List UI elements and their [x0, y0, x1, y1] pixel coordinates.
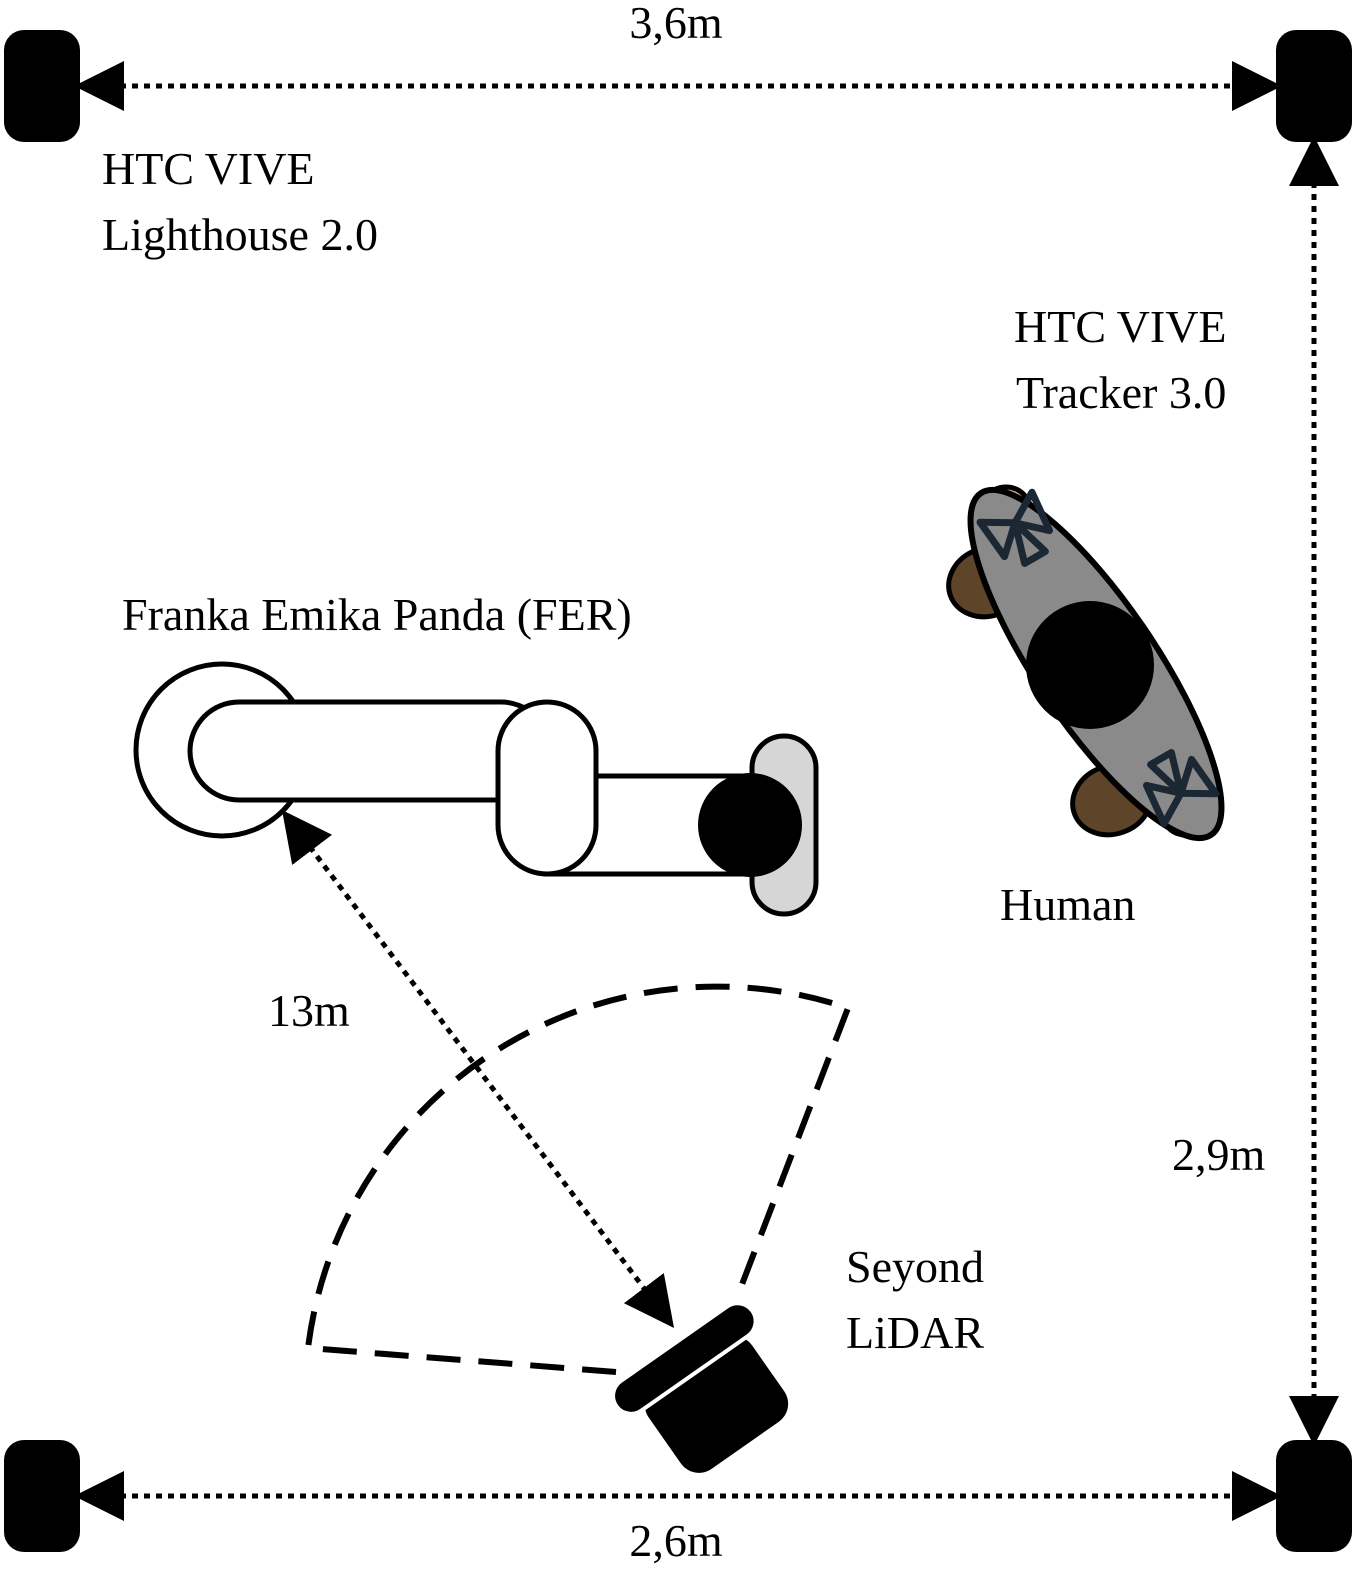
top-width-label: 3,6m — [629, 0, 723, 48]
tracker-label-line1: HTC VIVE — [1014, 301, 1227, 352]
human-figure — [946, 484, 1225, 842]
robot-to-lidar-label: 13m — [268, 985, 350, 1036]
lidar-label-line2: LiDAR — [846, 1307, 984, 1358]
human-head — [1026, 601, 1154, 729]
vive-tracker-lower — [1142, 749, 1220, 828]
robot-elbow-joint — [495, 699, 599, 877]
lidar-label-line1: Seyond — [846, 1241, 984, 1292]
lighthouse-top-right — [1276, 30, 1352, 142]
lighthouse-bottom-left — [4, 1440, 80, 1552]
lighthouse-top-left — [4, 30, 80, 142]
lidar-field-of-view — [304, 983, 852, 1375]
bottom-width-label: 2,6m — [629, 1515, 723, 1566]
human-label: Human — [1000, 879, 1135, 930]
lidar-sensor — [611, 1301, 789, 1473]
robot-wrist-joint — [698, 773, 802, 877]
right-height-label: 2,9m — [1172, 1129, 1266, 1180]
lighthouse-label-line2: Lighthouse 2.0 — [102, 209, 378, 260]
robot-to-lidar-arrow — [281, 810, 675, 1328]
tracker-label-line2: Tracker 3.0 — [1016, 367, 1226, 418]
robot-label: Franka Emika Panda (FER) — [122, 589, 632, 640]
robot-arm — [133, 661, 819, 917]
lighthouse-label-line1: HTC VIVE — [102, 143, 315, 194]
lighthouse-bottom-right — [1276, 1440, 1352, 1552]
vive-tracker-upper — [976, 488, 1054, 567]
